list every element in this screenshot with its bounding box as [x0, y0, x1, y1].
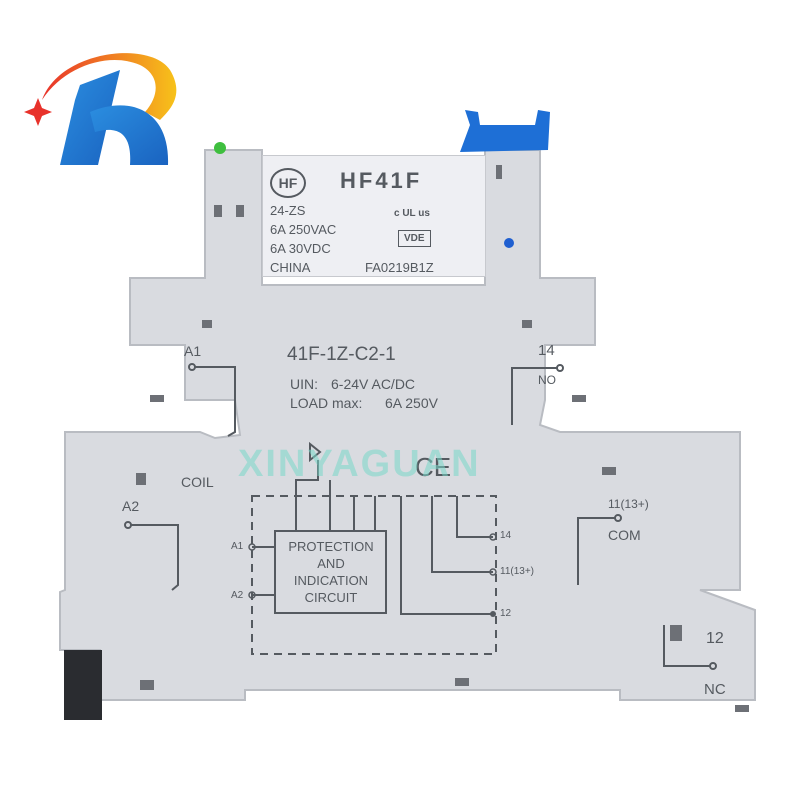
relay-rating-dc: 6A 30VDC — [270, 241, 331, 256]
block-line-1: PROTECTION — [288, 539, 374, 554]
terminal-11-label: 11(13+) — [608, 497, 649, 511]
schematic-pin-12: 12 — [500, 608, 512, 619]
schematic-pin-14: 14 — [500, 530, 512, 541]
block-line-4: CIRCUIT — [304, 590, 358, 605]
relay-coil-code: 24-ZS — [270, 203, 306, 218]
block-line-3: INDICATION — [293, 573, 369, 588]
module-part-number: 41F-1Z-C2-1 — [287, 344, 396, 365]
terminal-a1-label: A1 — [184, 343, 202, 359]
relay-rating-ac: 6A 250VAC — [270, 222, 337, 237]
schematic-pin-a1: A1 — [231, 541, 244, 552]
ce-mark: CE — [415, 452, 452, 482]
schematic-pin-11: 11(13+) — [500, 566, 535, 577]
module-load-value: 6A 250V — [385, 395, 438, 411]
module-uin-value: 6-24V AC/DC — [331, 376, 416, 392]
terminal-12-label: 12 — [706, 630, 724, 647]
ul-cert-mark: c UL us — [394, 208, 430, 219]
schematic-block-text: PROTECTION AND INDICATION CIRCUIT — [277, 538, 385, 606]
relay-model: HF41F — [340, 168, 423, 193]
block-line-2: AND — [317, 556, 345, 571]
terminal-coil-label: COIL — [181, 474, 214, 490]
terminal-a2-label: A2 — [122, 498, 140, 514]
terminal-nc-label: NC — [704, 681, 726, 698]
module-load-label: LOAD max: — [290, 395, 363, 411]
schematic-pin-a2: A2 — [231, 590, 244, 601]
terminal-com-label: COM — [608, 527, 641, 543]
terminal-no-label: NO — [538, 373, 556, 387]
terminal-14-label: 14 — [538, 342, 555, 359]
watermark: XINYAGUAN — [238, 443, 481, 485]
vde-cert-mark: VDE — [398, 230, 431, 247]
module-uin-label: UIN: — [290, 376, 318, 392]
relay-origin: CHINA — [270, 260, 311, 275]
hf-brand-mark: HF — [270, 168, 306, 198]
brand-logo — [20, 40, 220, 180]
relay-batch: FA0219B1Z — [365, 260, 434, 275]
